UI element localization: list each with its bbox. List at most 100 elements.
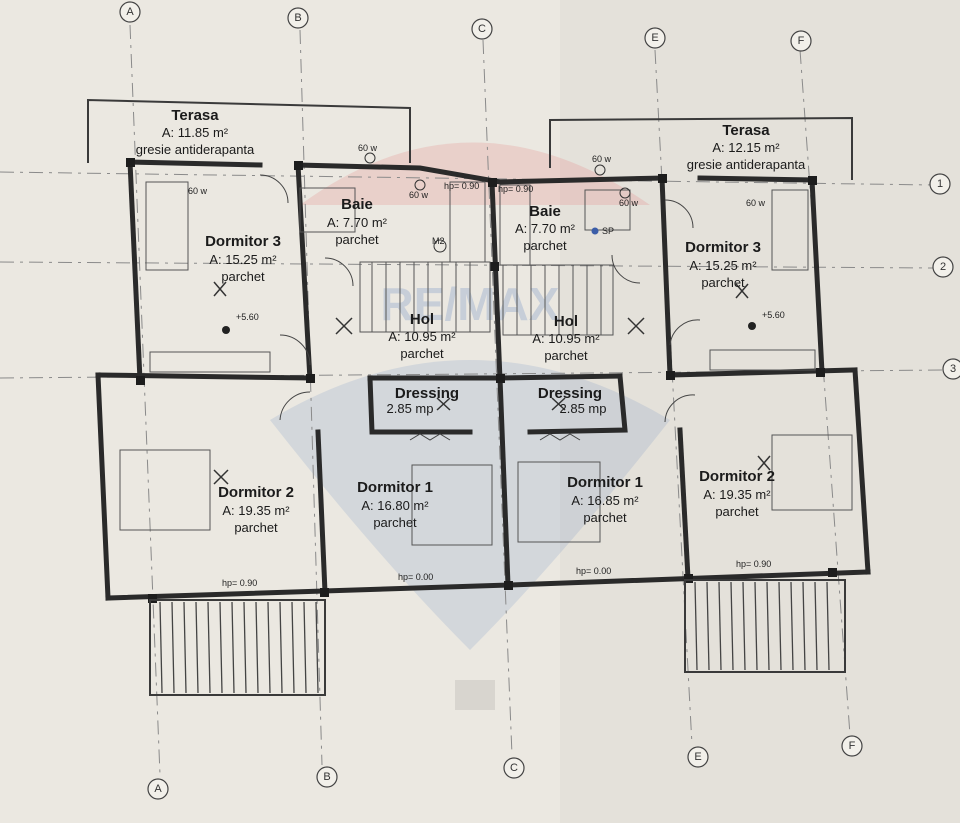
room-floor: parchet xyxy=(701,275,745,290)
axis-label-b-top: B xyxy=(294,12,301,24)
level-marker-icon xyxy=(748,322,756,330)
bed-d3-left xyxy=(145,181,189,271)
axis-label-1: 1 xyxy=(937,178,943,190)
room-area: 2.85 mp xyxy=(560,401,607,416)
wall-party-upper xyxy=(489,179,503,383)
wall-west xyxy=(95,372,111,601)
column xyxy=(320,588,329,597)
room-floor: parchet xyxy=(221,269,265,284)
lamp-label: 60 w xyxy=(746,198,766,208)
lamp-icon xyxy=(414,179,426,191)
room-dormitor2-right: Dormitor 2 A: 19.35 m² parchet xyxy=(699,468,775,519)
m2-icon xyxy=(433,239,447,253)
column xyxy=(684,574,693,583)
shower-right xyxy=(499,184,531,266)
door-swing xyxy=(611,254,641,284)
column xyxy=(126,158,135,167)
axis-bubbles-right: 1 2 3 xyxy=(929,173,960,380)
room-baie-right: Baie A: 7.70 m² parchet xyxy=(515,203,576,253)
level-marker-icon xyxy=(222,326,230,334)
axis-bubble-e-top xyxy=(644,27,666,49)
room-area: A: 16.80 m² xyxy=(361,498,429,513)
room-floor: parchet xyxy=(373,515,417,530)
door-swing xyxy=(664,199,694,229)
axis-line-a xyxy=(129,24,161,776)
room-floor: parchet xyxy=(335,232,379,247)
level-label: +5.60 xyxy=(762,310,785,320)
terrace-railings xyxy=(87,98,853,180)
room-floor: parchet xyxy=(400,346,444,361)
wall-d3-left-west xyxy=(127,159,143,383)
room-name: Dormitor 2 xyxy=(699,468,775,485)
room-name: Dormitor 3 xyxy=(685,239,761,256)
room-name: Baie xyxy=(341,196,373,213)
wall-party-lower xyxy=(497,375,511,588)
axis-line-2 xyxy=(0,261,936,269)
axis-label-f-top: F xyxy=(798,35,805,47)
wall-east xyxy=(852,367,871,575)
axis-line-b xyxy=(299,29,323,766)
room-floor: parchet xyxy=(234,520,278,535)
room-area: A: 15.25 m² xyxy=(209,252,277,267)
column xyxy=(294,161,303,170)
axis-bubble-1 xyxy=(929,173,951,195)
wall-axis-e-lower xyxy=(677,427,691,581)
room-area: A: 12.15 m² xyxy=(712,140,780,155)
bed-d1-right xyxy=(517,461,601,543)
axis-bubbles-top: A B C E F xyxy=(119,1,812,52)
wardrobe-d3-right xyxy=(709,349,816,371)
room-dormitor1-left: Dormitor 1 A: 16.80 m² parchet xyxy=(357,479,433,530)
wall-line3-left xyxy=(95,372,313,381)
room-terasa-left: Terasa A: 11.85 m² gresie antiderapanta xyxy=(136,107,255,157)
room-area: 2.85 mp xyxy=(387,401,434,416)
wall-line3-center xyxy=(367,373,623,381)
room-name: Dormitor 2 xyxy=(218,484,294,501)
room-floor: parchet xyxy=(583,510,627,525)
balcony-right-hatch xyxy=(694,581,830,671)
terrace-left-railing xyxy=(87,98,411,163)
room-hol-right: Hol A: 10.95 m² parchet xyxy=(532,313,600,363)
axis-label-3: 3 xyxy=(950,363,956,375)
hp-label: hp= 0.00 xyxy=(576,566,611,576)
axis-line-f xyxy=(799,49,851,736)
room-name: Dormitor 3 xyxy=(205,233,281,250)
watermark-balloon-top xyxy=(300,142,650,205)
room-name: Dressing xyxy=(395,385,459,402)
axis-bubble-3 xyxy=(942,358,960,380)
sink-right xyxy=(584,189,631,231)
balcony-left-outline xyxy=(149,599,326,696)
stair-right xyxy=(502,264,614,336)
room-name: Dormitor 1 xyxy=(567,474,643,491)
doors xyxy=(259,174,701,441)
lamp-label: 60 w xyxy=(592,154,612,164)
axis-bubble-c-bottom xyxy=(503,757,525,779)
room-area: A: 10.95 m² xyxy=(532,331,600,346)
axis-bubble-2 xyxy=(932,256,954,278)
lamp-label: 60 w xyxy=(188,186,208,196)
watermark-basket xyxy=(455,680,495,710)
axis-label-a-bottom: A xyxy=(154,783,162,795)
balcony-right xyxy=(684,579,846,673)
room-name: Dormitor 1 xyxy=(357,479,433,496)
room-floor: gresie antiderapanta xyxy=(136,142,255,157)
column xyxy=(306,374,315,383)
column xyxy=(658,174,667,183)
axis-label-e-top: E xyxy=(651,32,658,44)
column xyxy=(808,176,817,185)
axis-bubble-f-bottom xyxy=(841,735,863,757)
column xyxy=(488,178,497,187)
axis-bubble-b-bottom xyxy=(316,766,338,788)
room-dormitor3-left: Dormitor 3 A: 15.25 m² parchet xyxy=(205,233,281,284)
door-swing xyxy=(664,394,696,423)
room-floor: gresie antiderapanta xyxy=(687,157,806,172)
axis-bubble-b-top xyxy=(287,7,309,29)
room-dormitor3-right: Dormitor 3 A: 15.25 m² parchet xyxy=(685,239,761,290)
door-swing xyxy=(279,334,311,366)
column xyxy=(504,581,513,590)
room-area: A: 10.95 m² xyxy=(388,329,456,344)
sp-label: SP xyxy=(602,226,614,236)
wardrobe-d3-left xyxy=(149,351,271,373)
room-area: A: 7.70 m² xyxy=(515,221,576,236)
room-baie-left: Baie A: 7.70 m² parchet xyxy=(327,196,388,247)
